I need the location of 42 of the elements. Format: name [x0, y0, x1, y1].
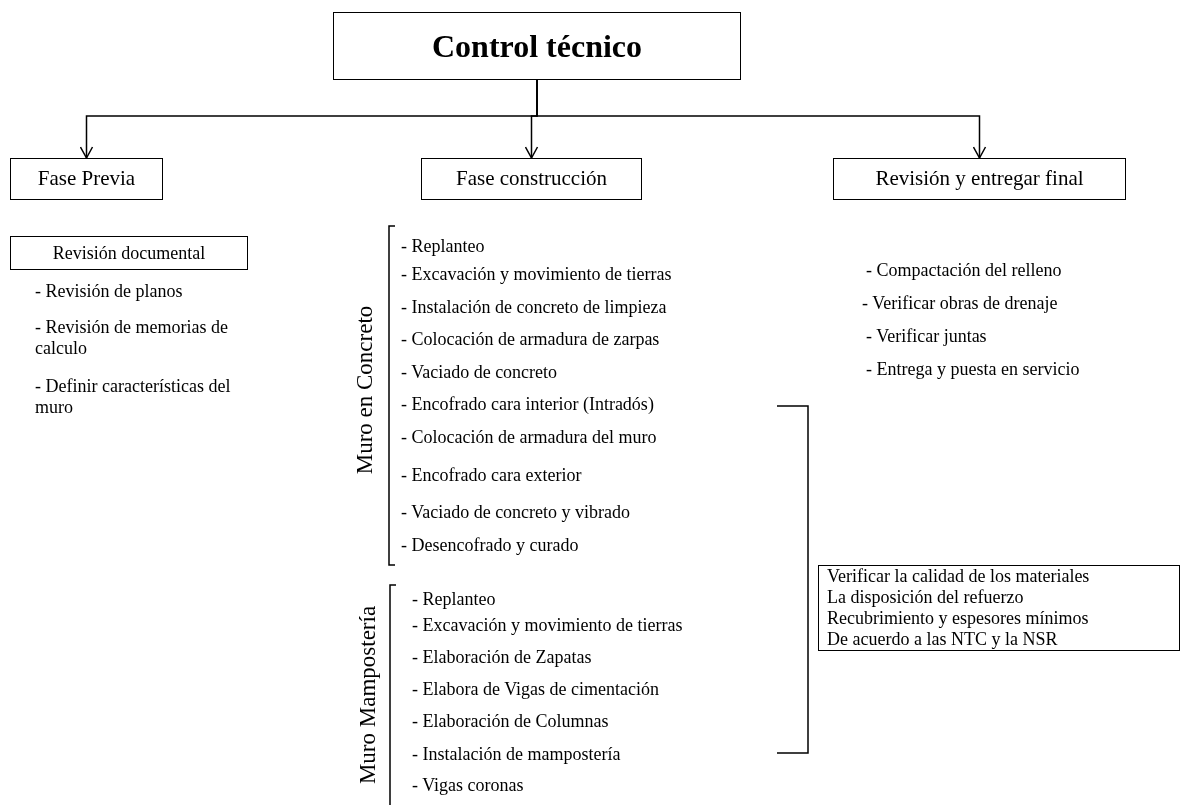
list-item: - Desencofrado y curado [401, 535, 580, 556]
list-item: - Encofrado cara interior (Intradós) [401, 394, 655, 415]
list-item: - Replanteo [401, 236, 486, 257]
list-item: - Elabora de Vigas de cimentación [412, 679, 660, 700]
phase-box [10, 158, 163, 200]
list-item: - Compactación del relleno [866, 260, 1063, 281]
list-item: - Colocación de armadura del muro [401, 427, 658, 448]
node-text: Control técnico [432, 27, 642, 66]
list-item: - Entrega y puesta en servicio [866, 359, 1081, 380]
group-label: Muro Mampostería [355, 605, 381, 785]
list-item: - Instalación de concreto de limpieza [401, 297, 668, 318]
list-item: - Verificar juntas [866, 326, 988, 347]
list-item: - Excavación y movimiento de tierras [412, 615, 684, 636]
list-item: - Definir características del muro [35, 376, 232, 418]
group-label: Muro en Concreto [352, 305, 378, 475]
phase-box [421, 158, 642, 200]
list-item: - Elaboración de Zapatas [412, 647, 593, 668]
list-item: - Vaciado de concreto y vibrado [401, 502, 632, 523]
document-review-box [10, 236, 248, 270]
node-text: Verificar la calidad de los materiales [827, 566, 1090, 587]
list-item: - Verificar obras de drenaje [862, 293, 1059, 314]
node-text: Fase Previa [37, 165, 136, 193]
node-text: La disposición del refuerzo [827, 587, 1024, 608]
list-item: - Revisión de memorias de calculo [35, 317, 229, 359]
node-text: Revisión documental [52, 241, 206, 265]
list-item: - Colocación de armadura de zarpas [401, 329, 661, 350]
list-item: - Vaciado de concreto [401, 362, 559, 383]
node-text: De acuerdo a las NTC y la NSR [827, 629, 1058, 650]
node-text: Revisión y entregar final [875, 165, 1084, 193]
phase-box [833, 158, 1126, 200]
list-item: - Elaboración de Columnas [412, 711, 610, 732]
node-text: Recubrimiento y espesores mínimos [827, 608, 1089, 629]
arrow [536, 79, 987, 159]
list-item: - Revisión de planos [35, 281, 184, 302]
note-box [818, 565, 1180, 651]
list-item: - Instalación de mampostería [412, 744, 622, 765]
list-item: - Excavación y movimiento de tierras [401, 264, 673, 285]
list-item: - Replanteo [412, 589, 497, 610]
list-item: - Vigas coronas [412, 775, 525, 796]
node-text: Fase construcción [455, 165, 607, 193]
list-item: - Encofrado cara exterior [401, 465, 583, 486]
title-box [333, 12, 741, 80]
